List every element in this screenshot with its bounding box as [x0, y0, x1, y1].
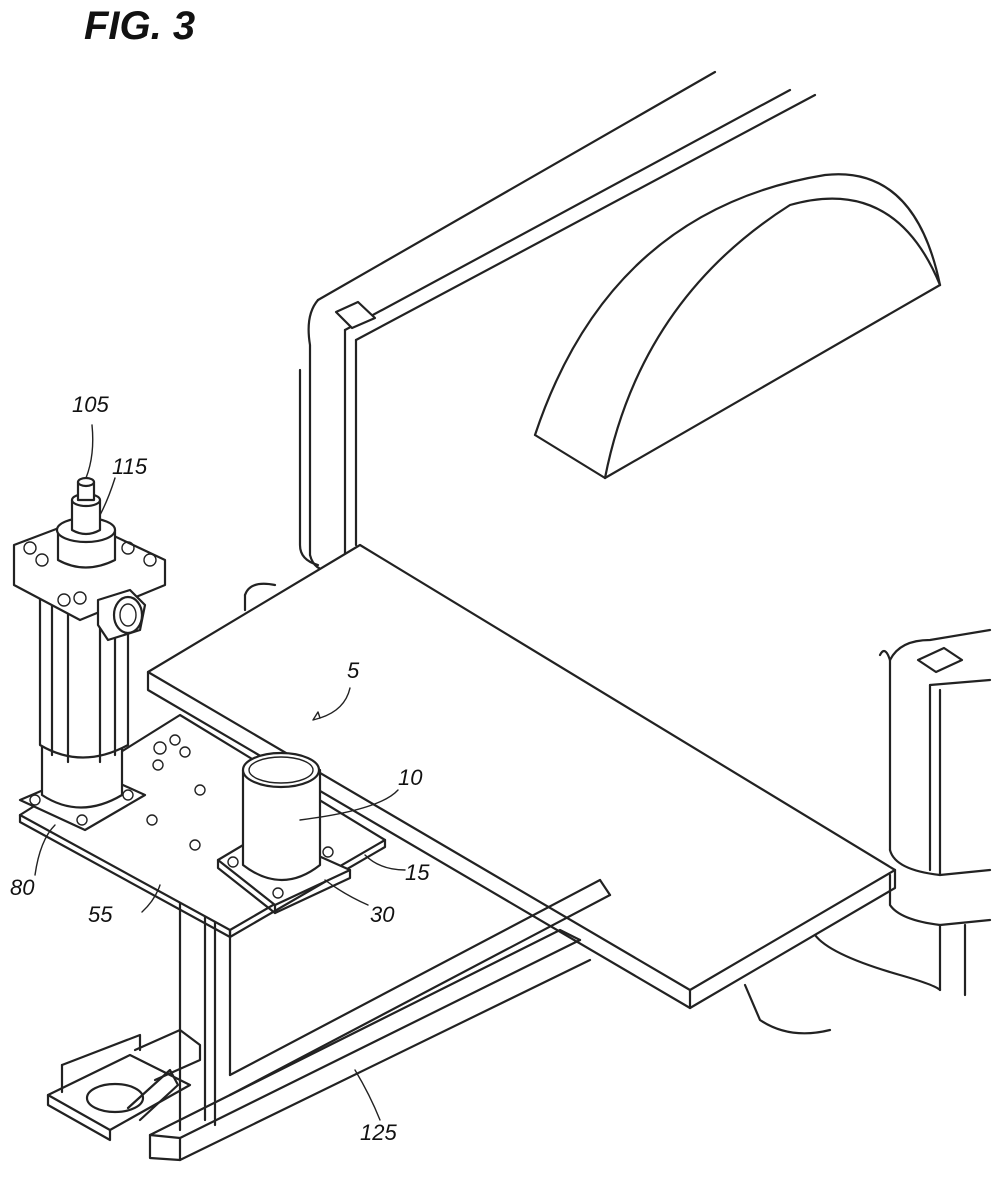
leader-lines — [34, 424, 406, 1121]
label-125: 125 — [360, 1120, 397, 1145]
pump-assembly — [12, 476, 167, 832]
label-105: 105 — [72, 392, 109, 417]
label-30: 30 — [370, 902, 395, 927]
machine-housing-rear — [298, 70, 817, 573]
label-5: 5 — [347, 658, 360, 683]
figure-title: FIG. 3 — [84, 4, 196, 48]
label-115: 115 — [112, 454, 148, 479]
label-15: 15 — [405, 860, 430, 885]
table-top — [146, 543, 897, 1010]
label-80: 80 — [10, 875, 35, 900]
label-10: 10 — [398, 765, 423, 790]
label-55: 55 — [88, 902, 113, 927]
frame-beams — [148, 878, 832, 1162]
sleeve-assembly — [216, 751, 352, 915]
machine-housing-right — [813, 628, 992, 997]
foot-bracket — [46, 1028, 202, 1142]
housing-dome — [533, 173, 942, 480]
